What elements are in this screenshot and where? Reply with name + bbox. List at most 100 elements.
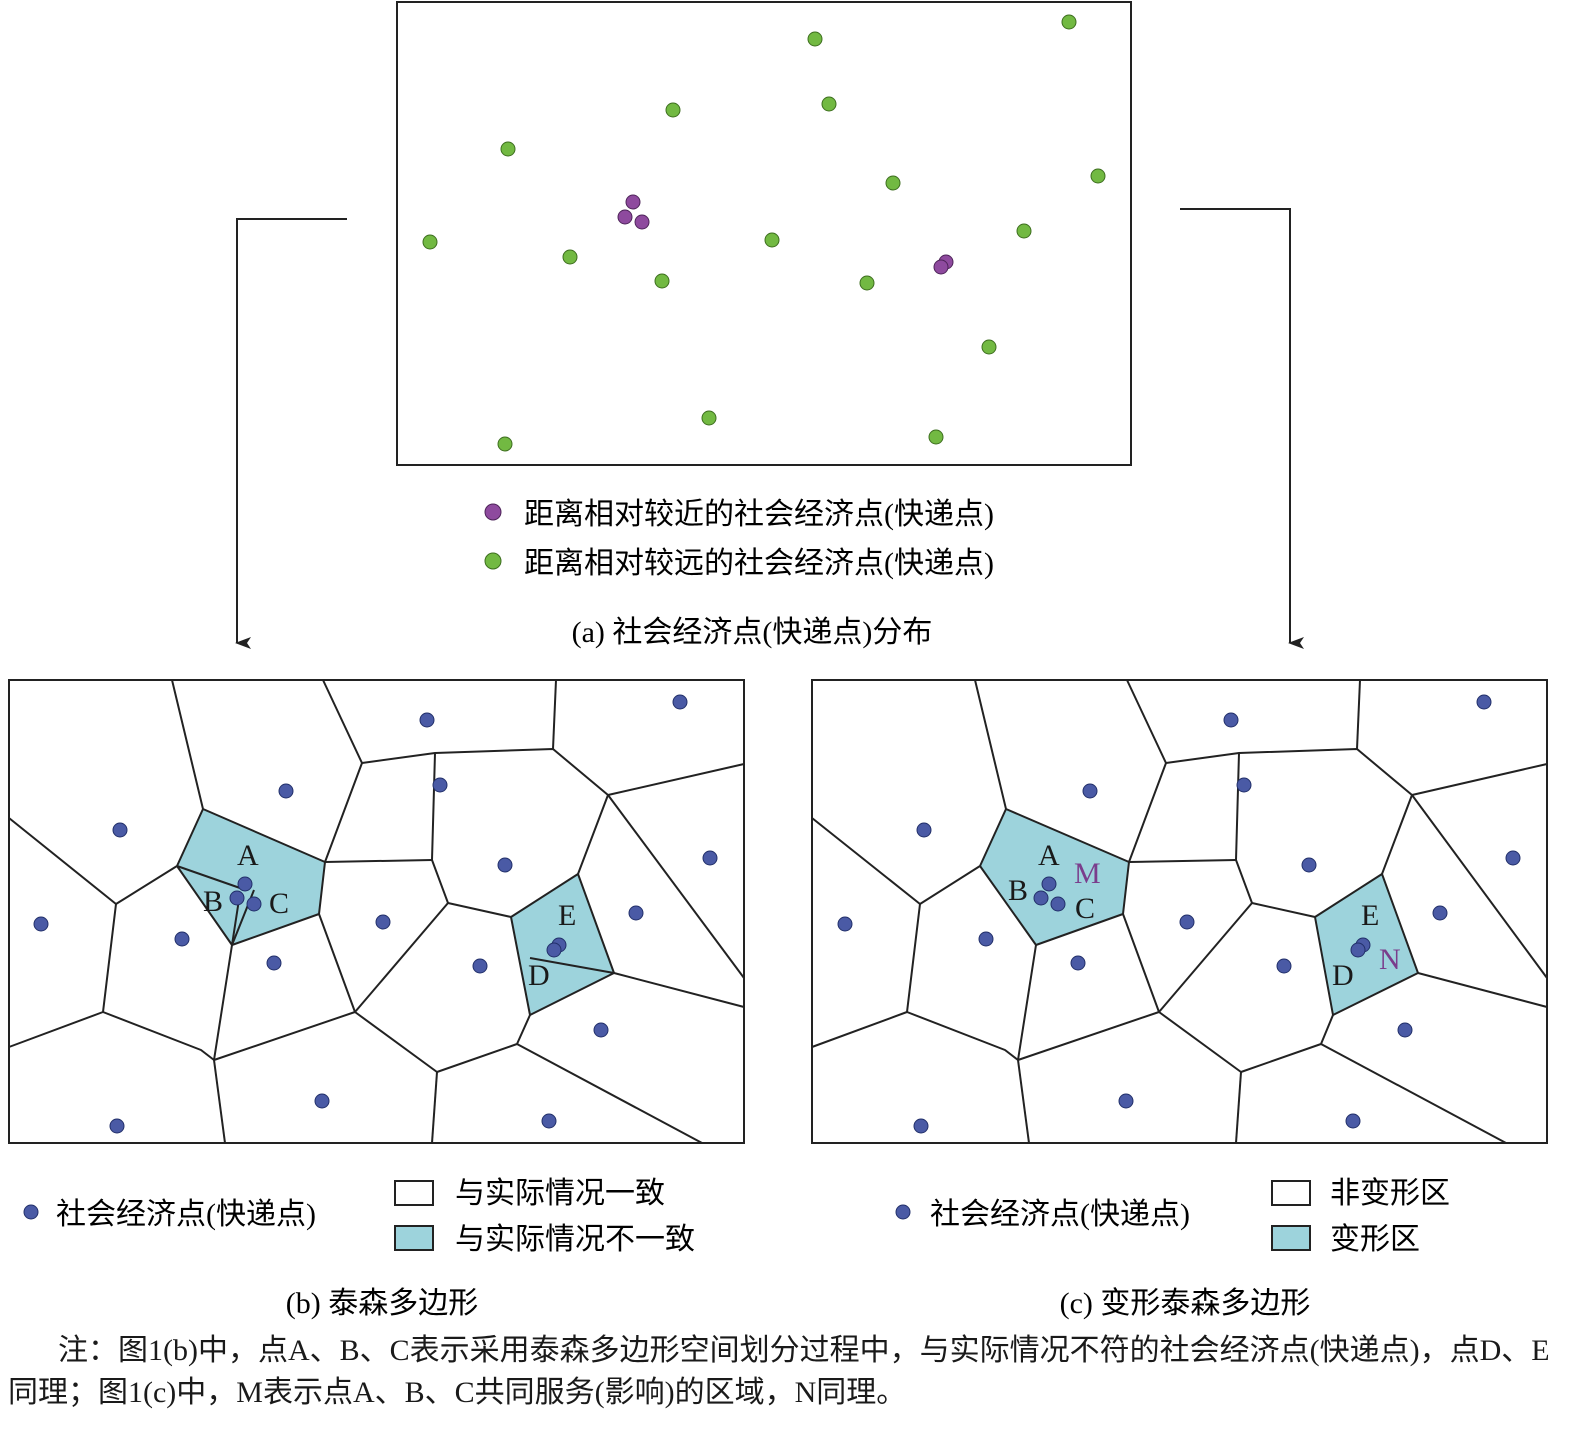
blue-point: [497, 857, 513, 873]
arrow-to-panel-c: [1180, 208, 1304, 649]
voronoi-edge: [516, 1043, 703, 1144]
panel-a: 距离相对较近的社会经济点(快递点) 距离相对较远的社会经济点(快递点) (a) …: [396, 1, 1132, 649]
green-point: [665, 102, 681, 118]
blue-point: [314, 1093, 330, 1109]
voronoi-edge: [1417, 972, 1548, 1008]
green-point: [1016, 223, 1032, 239]
blue-point: [1432, 905, 1448, 921]
legend-near-label: 距离相对较近的社会经济点(快递点): [524, 498, 994, 531]
voronoi-edge: [1320, 1043, 1507, 1144]
figure-note: 注：图1(b)中，点A、B、C表示采用泰森多边形空间划分过程中，与实际情况不符的…: [8, 1334, 1550, 1409]
blue-point: [1397, 1022, 1413, 1038]
deformed-cell-m: [980, 809, 1129, 945]
purple-point: [634, 214, 650, 230]
blue-point: [702, 850, 718, 866]
blue-point: [546, 942, 562, 958]
legend-far-label: 距离相对较远的社会经济点(快递点): [524, 547, 994, 580]
voronoi-edge: [1158, 902, 1253, 1013]
blue-point: [913, 1118, 929, 1134]
voronoi-edge: [1356, 679, 1361, 750]
blue-point: [1082, 783, 1098, 799]
blue-point: [266, 955, 282, 971]
arrow-to-panel-b: [235, 218, 347, 649]
blue-point: [672, 694, 688, 710]
blue-point: [1033, 890, 1049, 906]
blue-point: [1236, 777, 1252, 793]
panel-c-voronoi-edges: [811, 679, 1548, 1144]
voronoi-edge: [102, 944, 233, 1061]
blue-point: [237, 876, 253, 892]
green-point: [500, 141, 516, 157]
label-e: E: [1361, 899, 1379, 932]
green-point: [1090, 168, 1106, 184]
label-a: A: [237, 839, 259, 872]
purple-point: [625, 194, 641, 210]
legend-purple-marker: [484, 503, 502, 521]
green-point: [981, 339, 997, 355]
panel-b-border: [8, 679, 745, 1144]
blue-point: [593, 1022, 609, 1038]
voronoi-edge: [213, 1059, 226, 1144]
blue-point: [978, 931, 994, 947]
blue-point: [472, 958, 488, 974]
panel-b-points: [33, 694, 718, 1134]
purple-point: [617, 209, 633, 225]
legend-inconsistent-label: 与实际情况不一致: [455, 1223, 695, 1256]
legend-inconsistent-swatch: [394, 1225, 434, 1251]
panel-a-legend: 距离相对较近的社会经济点(快递点) 距离相对较远的社会经济点(快递点): [484, 498, 994, 580]
region-label-n: N: [1379, 943, 1401, 976]
panel-a-caption: (a) 社会经济点(快递点)分布: [572, 616, 933, 649]
voronoi-edge: [906, 944, 1037, 1061]
voronoi-edge: [1235, 752, 1419, 1016]
voronoi-edge: [1235, 1071, 1242, 1144]
green-point: [859, 275, 875, 291]
panel-b-point-labels: A B C E D: [203, 839, 576, 992]
legend-nondeformed-label: 非变形区: [1330, 1177, 1450, 1210]
legend-point-label: 社会经济点(快递点): [930, 1198, 1190, 1231]
legend-consistent-swatch: [394, 1180, 434, 1206]
blue-point: [837, 916, 853, 932]
label-d: D: [1332, 959, 1354, 992]
label-e: E: [558, 899, 576, 932]
panel-a-purple-points: [617, 194, 954, 275]
label-b: B: [203, 885, 223, 918]
green-point: [654, 273, 670, 289]
panel-a-green-points: [422, 14, 1106, 452]
voronoi-edge: [431, 1071, 438, 1144]
panel-c-region-labels: M N: [1074, 857, 1401, 976]
panel-a-frame: [396, 1, 1132, 466]
legend-nondeformed-swatch: [1271, 1180, 1311, 1206]
label-c: C: [269, 887, 289, 920]
label-d: D: [528, 959, 550, 992]
legend-deformed-swatch: [1271, 1225, 1311, 1251]
voronoi-edge: [1411, 763, 1548, 796]
blue-point: [1476, 694, 1492, 710]
blue-point: [1350, 942, 1366, 958]
blue-point: [1223, 712, 1239, 728]
legend-point-label: 社会经济点(快递点): [56, 1198, 316, 1231]
blue-point: [541, 1113, 557, 1129]
blue-point: [174, 931, 190, 947]
panel-c-points: [837, 694, 1521, 1134]
blue-point: [1118, 1093, 1134, 1109]
voronoi-edge: [979, 861, 1130, 946]
blue-point: [628, 905, 644, 921]
panel-b: A B C E D 社会经济点(快递点) 与实际情况一致 与实际情况不一致 (b…: [8, 679, 745, 1320]
voronoi-edge: [8, 808, 204, 905]
voronoi-edge: [811, 808, 1007, 905]
voronoi-edge: [354, 902, 449, 1013]
purple-point: [933, 259, 949, 275]
blue-point: [1179, 914, 1195, 930]
legend-deformed-label: 变形区: [1330, 1223, 1420, 1256]
green-point: [807, 31, 823, 47]
voronoi-edge: [176, 861, 326, 946]
blue-point: [112, 822, 128, 838]
panel-c-frame: [812, 680, 1547, 1143]
blue-point: [109, 1118, 125, 1134]
panel-b-voronoi-edges: [8, 679, 745, 1144]
label-a: A: [1038, 839, 1060, 872]
green-point: [821, 96, 837, 112]
blue-point: [916, 822, 932, 838]
green-point: [497, 436, 513, 452]
blue-point: [278, 783, 294, 799]
